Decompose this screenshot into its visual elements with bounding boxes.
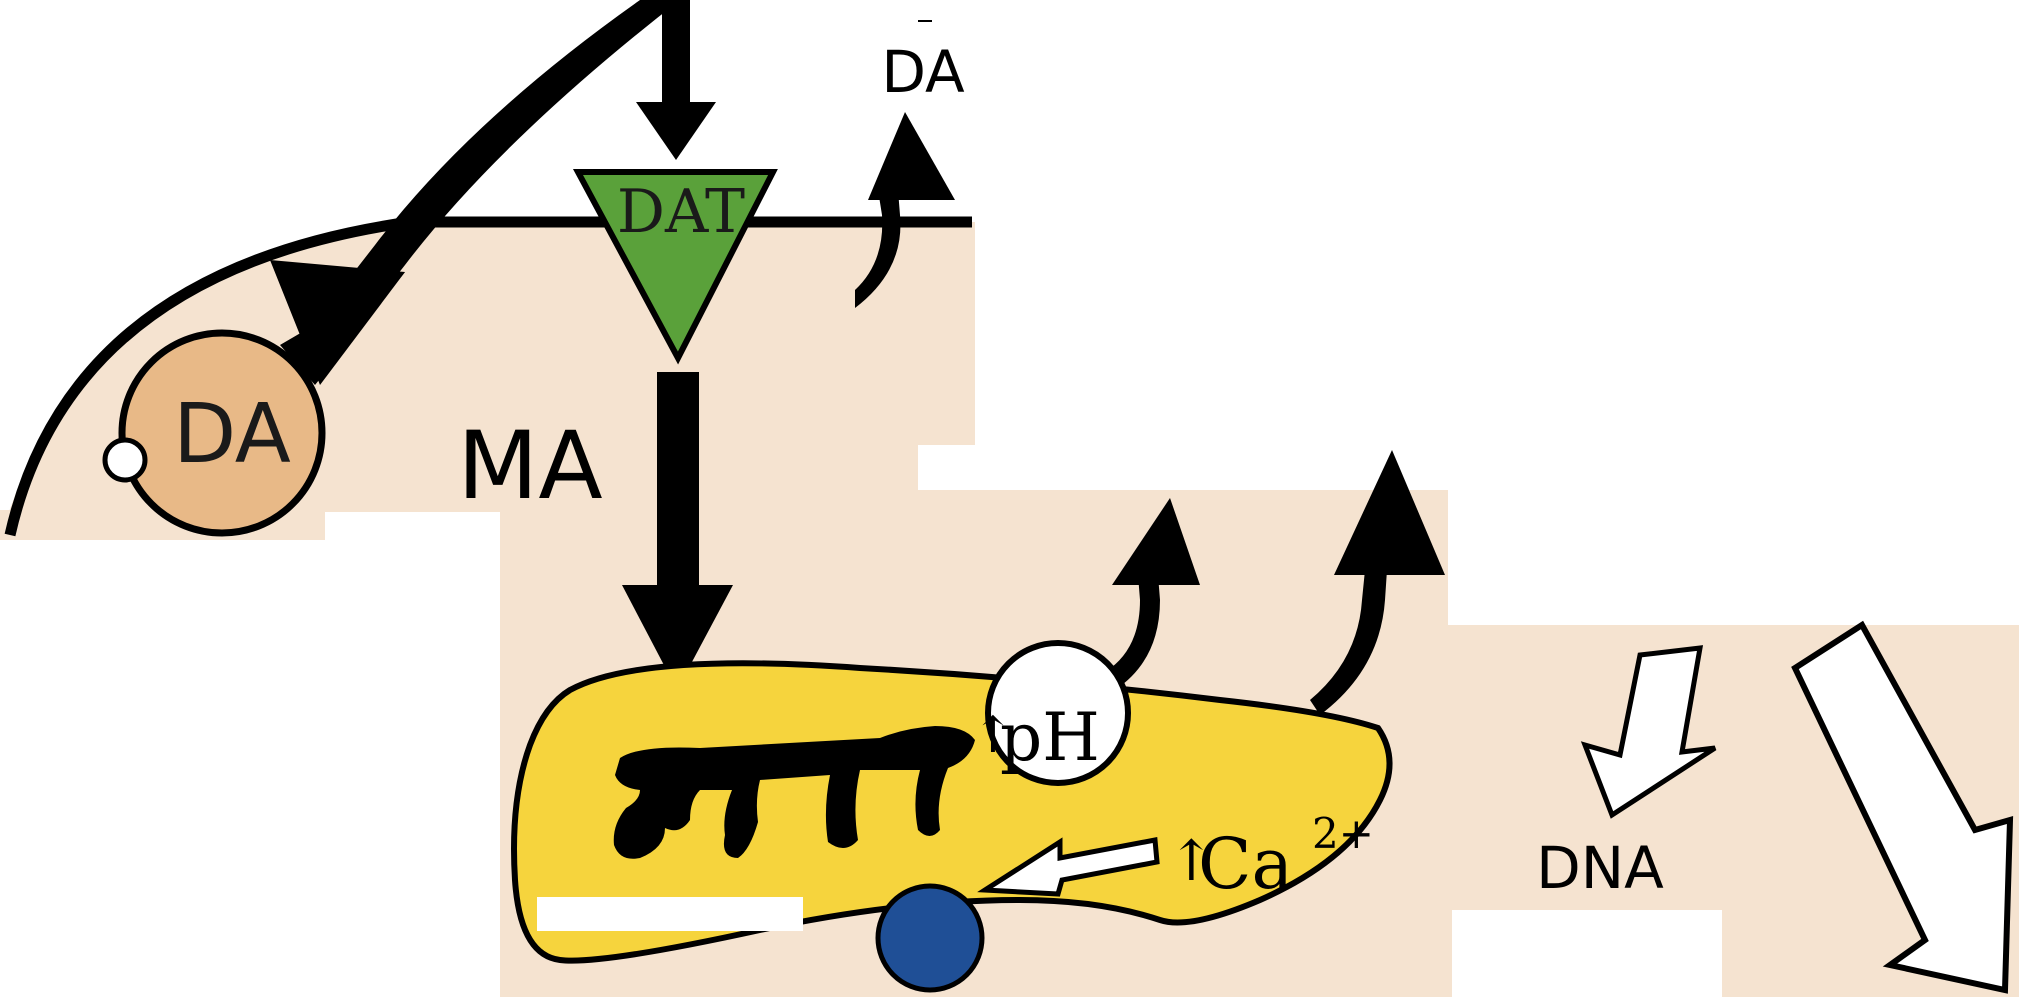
small-dash-mark bbox=[918, 20, 932, 22]
ma-arrow bbox=[622, 372, 733, 690]
ca-up-arrow: ↑ bbox=[1168, 829, 1215, 894]
blue-circle bbox=[875, 883, 985, 993]
vesicle-small-white-circle bbox=[102, 437, 148, 483]
white-cutout-bottom-right bbox=[1452, 910, 1722, 997]
da-extracellular-label: DA bbox=[881, 38, 965, 106]
plasma-membrane bbox=[4, 216, 972, 537]
curved-arrow-into-da-vesicle bbox=[270, 0, 680, 385]
ca-label-group: ↑ Ca 2+ bbox=[1168, 809, 1374, 905]
white-cutout-top-right bbox=[918, 445, 1448, 490]
ph-circle: ↑ pH bbox=[972, 640, 1131, 786]
mitochondrion-efflux-arrow-left bbox=[1105, 498, 1200, 690]
mitochondrion-white-bar bbox=[537, 897, 803, 931]
ca-charge-label: 2+ bbox=[1312, 809, 1374, 858]
ca-label: Ca bbox=[1198, 823, 1293, 905]
da-vesicle: DA bbox=[102, 329, 326, 537]
mitochondrion-efflux-arrow-right bbox=[1310, 450, 1445, 715]
dat-transporter: DAT bbox=[572, 169, 778, 365]
white-cutout-left bbox=[325, 512, 500, 997]
cytoplasm-upper-region bbox=[0, 222, 2019, 997]
ph-up-arrow: ↑ bbox=[972, 706, 1014, 764]
ma-label: MA bbox=[457, 412, 602, 521]
da-vesicle-label: DA bbox=[173, 387, 291, 482]
large-white-arrow bbox=[1791, 620, 2014, 994]
dna-label: DNA bbox=[1536, 834, 1664, 902]
dna-white-arrow bbox=[1580, 645, 1717, 819]
ph-label: pH bbox=[1000, 699, 1100, 776]
ca-influx-white-arrow bbox=[977, 837, 1160, 897]
dat-label: DAT bbox=[617, 177, 745, 247]
mitochondrion-cristae bbox=[613, 726, 975, 859]
arrow-into-dat bbox=[636, 0, 716, 160]
da-efflux-arrow bbox=[855, 112, 955, 308]
